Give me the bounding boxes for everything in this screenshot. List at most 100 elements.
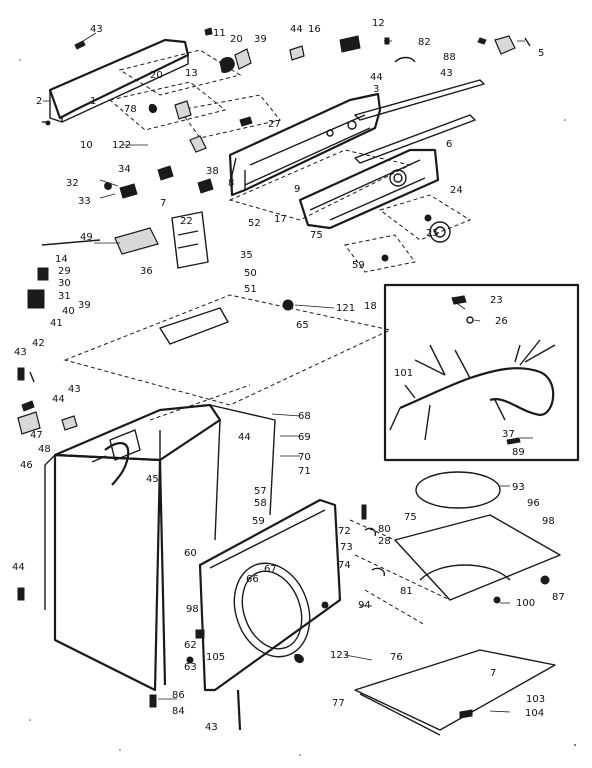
callout-60: 60	[184, 548, 197, 559]
callout-67: 67	[264, 564, 277, 575]
callout-51: 51	[244, 284, 257, 295]
callout-7b: 7	[490, 668, 496, 679]
callout-101: 101	[394, 368, 413, 379]
callout-22: 22	[180, 216, 193, 227]
callout-96: 96	[527, 498, 540, 509]
callout-17: 17	[274, 214, 287, 225]
callout-94: 94	[358, 600, 371, 611]
callout-75b: 75	[404, 512, 417, 523]
callout-10: 10	[80, 140, 93, 151]
callout-6: 6	[446, 139, 452, 150]
callout-100: 100	[516, 598, 535, 609]
callout-2: 2	[36, 96, 42, 107]
callout-31: 31	[58, 291, 71, 302]
callout-43: 43	[90, 24, 103, 35]
cabinet	[44, 403, 276, 692]
callout-38: 38	[206, 166, 219, 177]
callout-1: 1	[90, 96, 96, 107]
callout-44: 44	[290, 24, 303, 35]
callout-73: 73	[340, 542, 353, 553]
side-hardware	[17, 367, 130, 601]
callout-13: 13	[185, 68, 198, 79]
callout-43e: 43	[205, 722, 218, 733]
leader-lines	[43, 31, 533, 713]
callout-98b: 98	[186, 604, 199, 615]
callout-104: 104	[525, 708, 544, 719]
callout-103: 103	[526, 694, 545, 705]
callout-5: 5	[538, 48, 544, 59]
callout-47: 47	[30, 430, 43, 441]
callout-44b: 44	[370, 72, 383, 83]
callout-8: 8	[228, 178, 234, 189]
callout-9: 9	[294, 184, 300, 195]
callout-75: 75	[310, 230, 323, 241]
callout-16: 16	[308, 24, 321, 35]
callout-70: 70	[298, 452, 311, 463]
callout-121: 121	[336, 303, 355, 314]
callout-72: 72	[338, 526, 351, 537]
callout-14: 14	[55, 254, 68, 265]
callout-33: 33	[78, 196, 91, 207]
callout-52: 52	[248, 218, 261, 229]
left-components	[27, 165, 416, 311]
callout-30: 30	[58, 278, 71, 289]
callout-46: 46	[20, 460, 33, 471]
callout-45: 45	[146, 474, 159, 485]
callout-24: 24	[450, 185, 463, 196]
callout-44e: 44	[12, 562, 25, 573]
callout-32: 32	[66, 178, 79, 189]
callout-43d: 43	[68, 384, 81, 395]
callout-36: 36	[140, 266, 153, 277]
callout-76: 76	[390, 652, 403, 663]
callout-35: 35	[240, 250, 253, 261]
base-assembly	[321, 471, 561, 736]
callout-58: 58	[254, 498, 267, 509]
callout-77: 77	[332, 698, 345, 709]
switch-bracket-groups	[108, 49, 281, 153]
callout-34: 34	[118, 164, 131, 175]
callout-48: 48	[38, 444, 51, 455]
callout-25: 25	[426, 228, 439, 239]
callout-80: 80	[378, 524, 391, 535]
console-end-cap	[42, 38, 190, 126]
callout-27: 27	[268, 119, 281, 130]
console-bezel	[298, 148, 472, 243]
callout-62: 62	[184, 640, 197, 651]
callout-74: 74	[338, 560, 351, 571]
front-panel	[149, 498, 342, 731]
callout-20: 20	[230, 34, 243, 45]
callout-68: 68	[298, 411, 311, 422]
callout-122: 122	[112, 140, 131, 151]
callout-39b: 39	[78, 300, 91, 311]
callout-labels: 43 11 20 39 44 16 12 82 5 2 1 13 20 88 4…	[12, 18, 565, 733]
callout-20b: 20	[150, 70, 163, 81]
top-hardware	[74, 27, 531, 73]
callout-44d: 44	[238, 432, 251, 443]
callout-98: 98	[542, 516, 555, 527]
callout-87: 87	[552, 592, 565, 603]
callout-23: 23	[490, 295, 503, 306]
callout-89: 89	[512, 447, 525, 458]
callout-39: 39	[254, 34, 267, 45]
callout-3: 3	[373, 84, 379, 95]
callout-81: 81	[400, 586, 413, 597]
callout-28: 28	[378, 536, 391, 547]
callout-12: 12	[372, 18, 385, 29]
callout-43b: 43	[440, 68, 453, 79]
callout-123: 123	[330, 650, 349, 661]
support-rods	[354, 79, 485, 164]
callout-71: 71	[298, 466, 311, 477]
callout-44c: 44	[52, 394, 65, 405]
cabinet-top	[63, 294, 392, 421]
callout-66: 66	[246, 574, 259, 585]
callout-41: 41	[50, 318, 63, 329]
callout-49: 49	[80, 232, 93, 243]
callout-78: 78	[124, 104, 137, 115]
callout-59: 59	[352, 260, 365, 271]
callout-40: 40	[62, 306, 75, 317]
callout-43c: 43	[14, 347, 27, 358]
callout-18: 18	[364, 301, 377, 312]
callout-82: 82	[418, 37, 431, 48]
scan-specks	[19, 59, 576, 756]
